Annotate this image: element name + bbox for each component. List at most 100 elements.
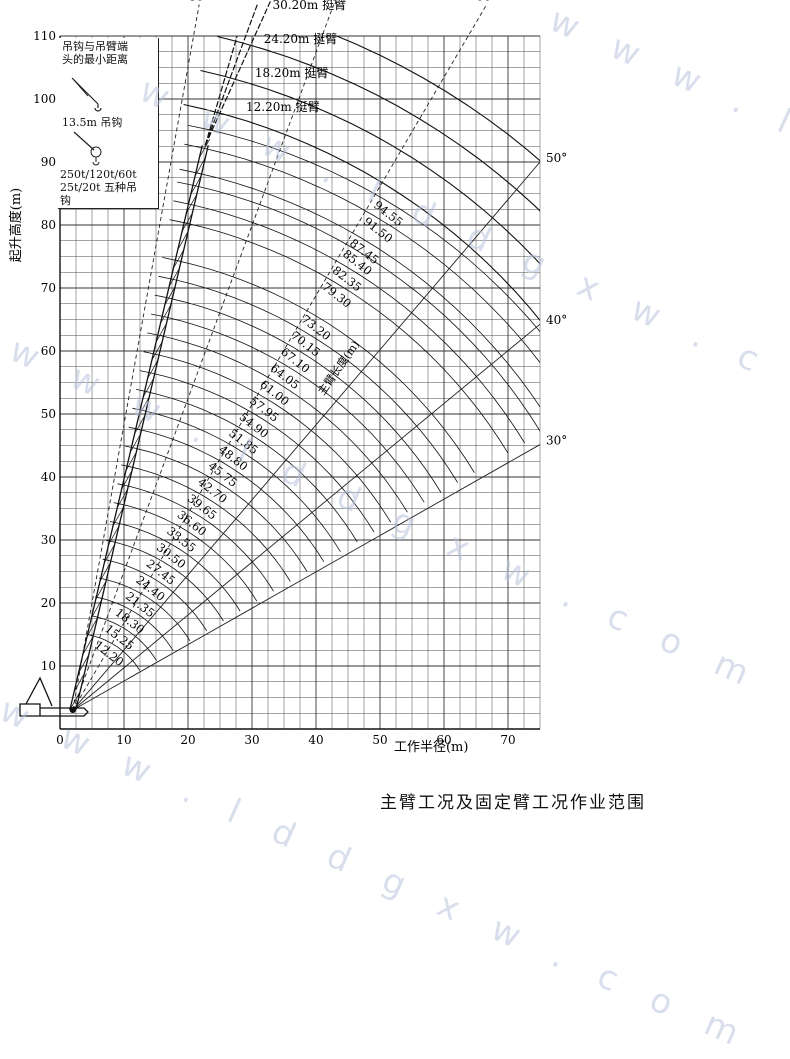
legend-box: 吊钩与吊臂端 头的最小距离 13.5m 吊钩 250t/120t/60t 25t… — [58, 38, 159, 209]
boom-lacing — [86, 617, 98, 637]
angle-ray — [72, 4, 335, 711]
boom-length-arc — [113, 502, 258, 602]
boom-chord-right — [75, 145, 209, 711]
jib-label: 12.20m 挺臂 — [246, 99, 320, 114]
angle-label: 80° — [189, 0, 210, 4]
boom-lacing — [177, 231, 189, 250]
boom-length-arc — [173, 200, 525, 444]
jib-label: 24.20m 挺臂 — [264, 31, 338, 46]
boom-length-arc — [169, 219, 509, 454]
legend-line-1: 吊钩与吊臂端 — [62, 40, 128, 53]
boom-length-arc — [179, 168, 540, 408]
jib-envelope — [200, 69, 540, 265]
boom-length-arc — [143, 351, 392, 523]
boom-lacing — [134, 415, 146, 435]
angle-ray — [72, 444, 541, 711]
boom-lacing — [164, 286, 176, 306]
boom-lacing — [173, 249, 185, 269]
boom-length-arc — [106, 539, 224, 622]
x-tick-label: 60 — [436, 733, 451, 747]
y-tick-label: 30 — [41, 533, 56, 547]
boom-lacing — [199, 139, 210, 158]
chart-caption: 主臂工况及固定臂工况作业范围 — [380, 793, 646, 813]
boom-lacing — [95, 581, 107, 600]
x-tick-label: 40 — [308, 733, 323, 747]
jib-envelope — [217, 36, 540, 212]
jib-label: 30.20m 挺臂 — [273, 0, 347, 12]
boom-lacing — [78, 654, 90, 674]
fixed-jib — [204, 3, 259, 146]
boom-length-arc — [162, 257, 475, 473]
boom-length-arc — [136, 389, 358, 543]
boom-lacing — [181, 212, 193, 232]
y-tick-label: 60 — [41, 344, 56, 358]
boom-length-arc — [154, 294, 442, 493]
angle-label: 60° — [476, 0, 497, 4]
boom-length-arc — [139, 370, 375, 533]
boom-lacing — [112, 507, 124, 527]
boom-lacing — [73, 673, 85, 692]
x-tick-label: 50 — [372, 733, 387, 747]
boom-lacing — [121, 470, 133, 490]
boom-lacing — [147, 360, 159, 379]
boom-length-arc — [124, 445, 308, 572]
boom-length-arc — [158, 275, 458, 483]
x-tick-label: 0 — [56, 733, 64, 747]
boom-length-arc — [121, 464, 291, 582]
y-tick-label: 90 — [41, 155, 56, 169]
fixed-jib — [204, 36, 238, 146]
boom-length-arc — [102, 558, 208, 632]
legend-line-4: 250t/120t/60t — [60, 168, 137, 181]
boom-length-arc — [128, 426, 325, 562]
legend-line-5: 25t/20t 五种吊 — [60, 181, 138, 194]
hook-icon — [68, 74, 108, 114]
angle-label: 70° — [323, 0, 344, 4]
x-axis-label: 工作半径(m) — [394, 740, 468, 755]
y-tick-label: 10 — [41, 659, 56, 673]
boom-length-arc — [188, 125, 540, 333]
y-tick-label: 20 — [41, 596, 56, 610]
x-tick-label: 10 — [116, 733, 131, 747]
angle-ray — [72, 4, 488, 711]
boom-lacing — [151, 341, 163, 361]
angle-label: 40° — [546, 313, 567, 327]
x-tick-label: 70 — [500, 733, 515, 747]
fixed-jib — [204, 0, 272, 146]
boom-length-arc — [91, 615, 157, 661]
boom-lacing — [108, 525, 120, 545]
crane-carrier-icon — [19, 676, 89, 717]
boom-lacing — [190, 175, 202, 195]
boom-lacing — [104, 544, 115, 563]
legend-line-3: 13.5m 吊钩 — [62, 116, 123, 129]
boom-lacing — [91, 599, 103, 619]
jib-envelope — [335, 36, 540, 162]
angle-ray — [72, 323, 541, 711]
angle-ray — [72, 4, 200, 711]
y-tick-label: 80 — [41, 218, 56, 232]
boom-length-arc — [109, 521, 241, 612]
boom-length-arc — [95, 596, 174, 651]
jib-label: 18.20m 挺臂 — [255, 65, 329, 80]
boom-length-arc — [147, 332, 408, 513]
boom-lacing — [194, 157, 206, 177]
x-tick-label: 30 — [244, 733, 259, 747]
boom-lacing — [69, 691, 81, 711]
boom-pivot-point — [69, 707, 76, 714]
legend-line-6: 钩 — [60, 194, 71, 207]
boom-length-arc — [184, 143, 540, 364]
boom-lacing — [99, 562, 111, 582]
boom-lacing — [168, 267, 180, 287]
boom-length-arc — [87, 634, 141, 671]
boom-lacing — [186, 194, 198, 214]
boom-length-arc — [132, 407, 341, 553]
y-tick-label: 50 — [41, 407, 56, 421]
boom-length-arc — [117, 483, 274, 592]
y-tick-label: 70 — [41, 281, 56, 295]
jib-envelope — [183, 103, 540, 322]
angle-ray — [72, 161, 541, 711]
y-tick-label: 110 — [33, 29, 56, 43]
boom-lacing — [155, 323, 167, 342]
boom-length-arc — [177, 181, 540, 432]
